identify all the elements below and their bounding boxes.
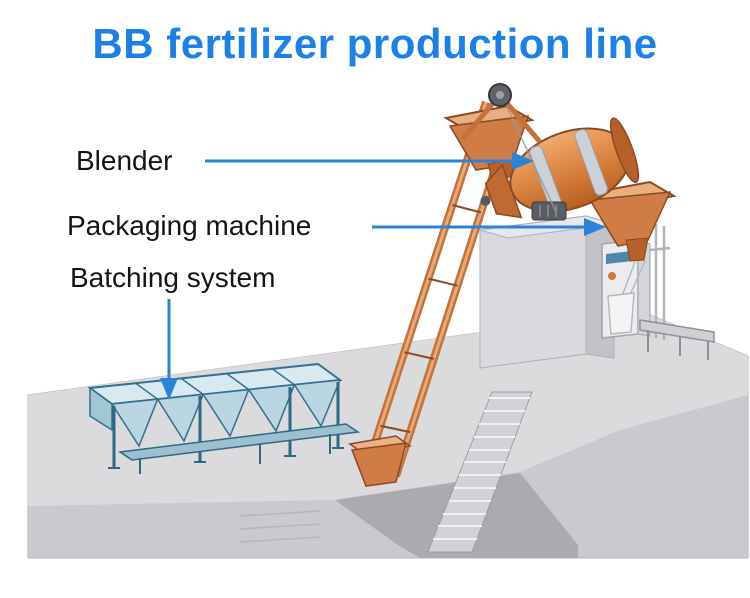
drum-end-cap <box>609 117 640 183</box>
elevator-cross-ties <box>380 137 503 434</box>
packaging-control-panel <box>606 251 632 264</box>
blender-motor <box>531 201 567 221</box>
blender-illustration <box>480 117 640 221</box>
label-packaging-machine: Packaging machine <box>67 210 312 241</box>
feed-hopper-body <box>350 442 408 487</box>
bag-out-conveyor <box>639 319 715 343</box>
batching-system-illustration <box>87 362 361 474</box>
label-batching-system: Batching system <box>70 262 276 293</box>
batching-arrow <box>160 299 178 400</box>
stairs-illustration <box>427 391 533 553</box>
packaging-hopper-chute <box>625 237 649 262</box>
belt-conveyor-legs <box>139 434 331 474</box>
label-blender: Blender <box>76 145 173 176</box>
side-stairs <box>239 510 321 543</box>
packaging-arrow <box>372 218 606 236</box>
batching-hoppers <box>110 379 342 448</box>
drum-band <box>574 129 608 196</box>
filled-bag <box>607 292 635 335</box>
tower-front-face <box>479 215 587 369</box>
head-pulley-hub <box>496 91 504 99</box>
page-title: BB fertilizer production line <box>92 20 658 67</box>
batching-end-panel <box>89 386 113 432</box>
blender-arrow-head <box>512 152 534 170</box>
bag-clamp-lines <box>621 260 646 297</box>
batching-arrow-head <box>160 378 178 400</box>
packaging-knob <box>608 272 616 280</box>
packaging-arrow-head <box>584 218 606 236</box>
elevator-feed-hopper <box>348 435 412 487</box>
stair-steps <box>433 397 530 540</box>
out-conveyor-legs <box>647 330 709 360</box>
batching-legs <box>108 382 344 469</box>
batching-bin-dividers <box>135 368 295 400</box>
elevator-head <box>460 83 557 213</box>
rail-highlight <box>364 101 488 471</box>
blender-arrow <box>205 152 534 170</box>
packaging-feed-hopper <box>583 180 677 262</box>
support-tower <box>479 215 615 369</box>
drum-shaft <box>480 195 491 206</box>
stairs-strip <box>427 391 533 553</box>
drum-cone <box>484 163 523 219</box>
callout-arrows <box>160 152 606 400</box>
discharge-belt-conveyor <box>117 423 361 461</box>
packaging-masts <box>649 224 671 340</box>
head-guy-wire <box>501 95 557 213</box>
